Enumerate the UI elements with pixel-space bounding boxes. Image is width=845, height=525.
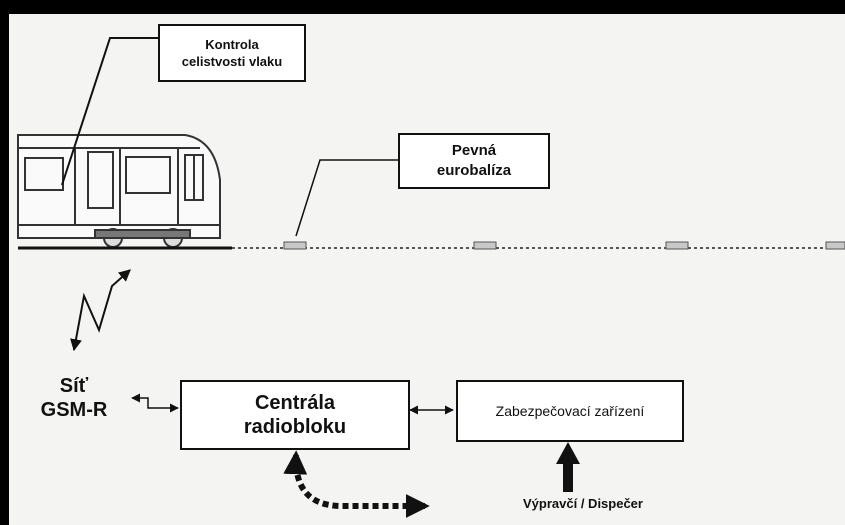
fixed-balise-label: Pevná eurobalíza: [398, 133, 550, 189]
gsmr-rbc-arrow: [131, 393, 179, 413]
diagram-background: [9, 14, 845, 525]
balise-marker: [283, 241, 307, 250]
interlocking-box: Zabezpečovací zařízení: [456, 380, 684, 442]
balise-marker: [665, 241, 689, 250]
rbc-dispatcher-arrow: [283, 450, 430, 518]
integrity-leader-line: [61, 37, 158, 186]
dispatcher-input-arrow: [556, 442, 580, 492]
rbc-box: Centrála radiobloku: [180, 380, 410, 450]
balise-leader-line: [295, 159, 400, 237]
radio-link-arrow: [70, 269, 131, 352]
balise-marker: [825, 241, 845, 250]
gsmr-network-label: Síť GSM-R: [40, 375, 108, 421]
balise-marker: [473, 241, 497, 250]
integrity-check-label: Kontrola celistvosti vlaku: [158, 24, 306, 82]
train-icon: [17, 134, 232, 250]
dispatcher-label: Výpravčí / Dispečer: [523, 496, 643, 511]
